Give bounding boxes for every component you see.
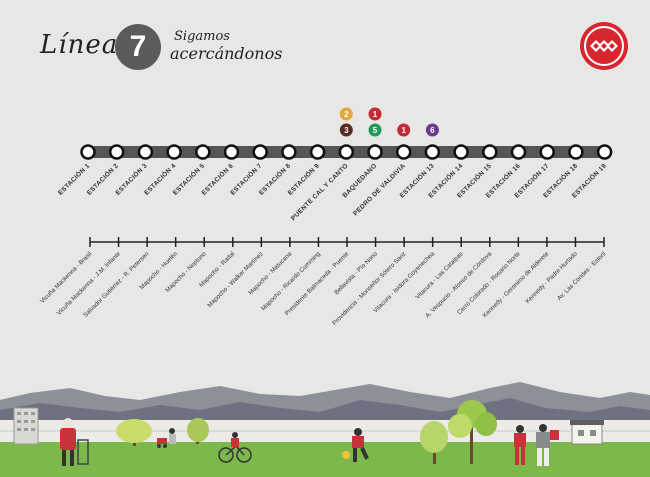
landscape — [0, 382, 650, 477]
linea-title: Línea — [40, 30, 119, 60]
line-combination-number: 2 — [344, 110, 349, 119]
station-node[interactable] — [596, 144, 613, 160]
line-combination-badge — [397, 123, 411, 137]
station-node[interactable] — [367, 144, 383, 160]
station-node[interactable] — [252, 144, 268, 160]
line-combination-number: 6 — [430, 126, 435, 135]
station-node[interactable] — [424, 144, 441, 160]
metro-logo-icon — [580, 22, 628, 70]
location-label: Vicuña Mackenna - Brasil — [39, 250, 93, 304]
line-combination-number: 1 — [373, 110, 378, 119]
tree — [420, 421, 448, 464]
station-node[interactable] — [395, 144, 412, 160]
house — [571, 423, 603, 445]
elderly-woman-figure — [60, 418, 89, 466]
tree — [187, 418, 209, 444]
location-label: Kennedy - Padre Hurtado — [524, 250, 579, 305]
line-combination-number: 1 — [401, 126, 406, 135]
line-number-badge: 7 — [115, 24, 161, 70]
station-node[interactable] — [108, 144, 125, 160]
station-label: PUENTE CAL Y CANTO — [290, 162, 350, 222]
line-combination-badge — [368, 107, 382, 121]
location-label: Av. Las Condes - Estoril — [556, 250, 607, 301]
location-label: Vitacura - Las Catalpas — [414, 250, 464, 300]
station-node[interactable] — [482, 144, 498, 160]
station-node[interactable] — [195, 144, 211, 160]
station-node[interactable] — [309, 144, 326, 160]
station-label: PEDRO DE VALDIVIA — [352, 162, 407, 217]
station-node[interactable] — [338, 144, 355, 160]
grass — [0, 442, 650, 477]
station-node[interactable] — [80, 144, 96, 160]
station-node[interactable] — [510, 144, 527, 160]
couple-figures — [514, 424, 559, 466]
cyclist-figure — [218, 432, 252, 463]
slogan: Sigamos acercándonos — [170, 28, 282, 62]
line-combination-badge — [425, 123, 439, 137]
station-node[interactable] — [137, 144, 154, 160]
station-node[interactable] — [568, 144, 584, 160]
person-with-pram — [157, 428, 176, 448]
slogan-line-1: Sigamos — [174, 29, 230, 44]
tree — [116, 419, 152, 446]
line-combination-number: 3 — [344, 126, 349, 135]
line-combination-number: 5 — [373, 126, 378, 135]
line-combination-badge — [368, 123, 382, 137]
station-node[interactable] — [453, 144, 469, 160]
station-node[interactable] — [223, 144, 240, 160]
station-node[interactable] — [281, 144, 297, 160]
line-combination-badge — [339, 123, 353, 137]
slogan-line-2: acercándonos — [170, 44, 283, 63]
location-label: Mapocho - Walker Martínez — [206, 250, 265, 309]
location-label: Mapocho - Ricardo Cumming — [260, 250, 322, 312]
tree — [448, 400, 497, 464]
line-combination-badge — [339, 107, 353, 121]
soccer-player-figure — [342, 428, 369, 462]
station-node[interactable] — [539, 144, 555, 160]
station-node[interactable] — [166, 144, 182, 160]
metro-logo-glyph — [584, 26, 624, 66]
